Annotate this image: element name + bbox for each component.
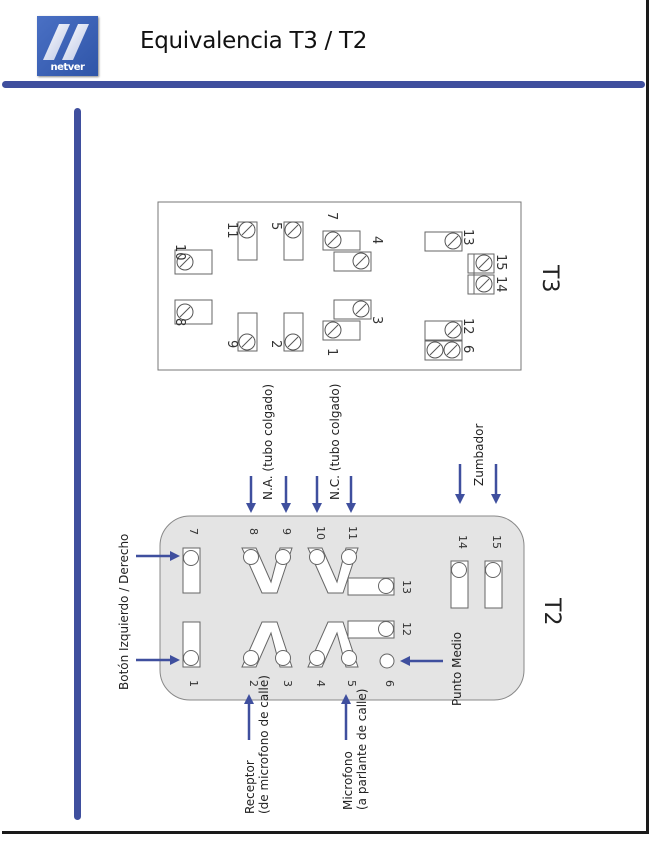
- t3-label-5: 5: [268, 222, 283, 230]
- netver-logo: netver: [37, 16, 98, 76]
- t2-label-7: 7: [187, 528, 200, 535]
- header-divider: [2, 81, 645, 88]
- logo-slashes-icon: [43, 24, 89, 60]
- t3-screw-15: [475, 254, 493, 272]
- t2-contact-14: [451, 562, 467, 578]
- t2-contact-10: [309, 549, 325, 565]
- t2-label-8: 8: [247, 528, 260, 535]
- label-receptor-detail: (de microfono de calle): [257, 675, 271, 814]
- t2-contact-9: [275, 549, 291, 565]
- t2-label-10: 10: [314, 526, 327, 540]
- logo-text: netver: [50, 62, 85, 73]
- label-microfono-detail: (a parlante de calle): [355, 689, 369, 810]
- t2-contact-5: [341, 650, 357, 666]
- t3-label-14: 14: [493, 276, 508, 293]
- label-receptor: Receptor: [243, 760, 257, 814]
- t2-contact-6: [379, 653, 395, 669]
- t3-label-12: 12: [460, 318, 475, 335]
- t3-screw-1: [324, 321, 342, 339]
- t2-contact-15: [485, 562, 501, 578]
- t3-screw-13: [444, 232, 462, 250]
- t2-contact-2: [243, 650, 259, 666]
- t3-label-7: 7: [324, 212, 339, 220]
- t3-terminal-block: 10 8 11 9 5 2 7 4 3 1 13 15 14 12 6 T3: [157, 201, 562, 371]
- t2-title: T2: [539, 597, 564, 625]
- t3-label-1: 1: [324, 348, 339, 356]
- t2-contact-7: [183, 550, 199, 566]
- t2-contact-12: [378, 621, 394, 637]
- label-punto-medio: Punto Medio: [450, 632, 464, 706]
- annotation-arrows: [136, 464, 501, 740]
- label-boton: Botón Izquierdo / Derecho: [117, 534, 131, 690]
- t3-screw-4: [352, 252, 370, 270]
- t3-label-6: 6: [460, 345, 475, 353]
- label-zumbador: Zumbador: [472, 424, 486, 486]
- t2-label-12: 12: [400, 622, 413, 636]
- t3-label-15: 15: [493, 254, 508, 271]
- left-margin-bar: [74, 108, 81, 820]
- t3-label-13: 13: [460, 229, 475, 246]
- t3-label-4: 4: [369, 236, 384, 244]
- page-shadow-bottom: [2, 831, 649, 834]
- t3-label-9: 9: [224, 340, 239, 348]
- label-nc: N.C. (tubo colgado): [328, 384, 342, 500]
- t3-screw-2: [284, 333, 302, 351]
- t2-label-5: 5: [345, 680, 358, 687]
- t3-screw-5: [284, 221, 302, 239]
- t3-label-11: 11: [224, 222, 239, 239]
- t3-screw-6a: [426, 341, 444, 359]
- t2-contact-13: [378, 578, 394, 594]
- t2-label-3: 3: [281, 680, 294, 687]
- t2-contact-3: [275, 650, 291, 666]
- t2-label-13: 13: [400, 580, 413, 594]
- page-shadow-right: [646, 0, 649, 834]
- t3-screw-14: [475, 275, 493, 293]
- t2-label-6: 6: [383, 680, 396, 687]
- t2-label-15: 15: [490, 535, 503, 549]
- t3-screw-12: [444, 321, 462, 339]
- t3-screw-3: [352, 300, 370, 318]
- t3-screw-9: [238, 333, 256, 351]
- page-title: Equivalencia T3 / T2: [140, 28, 368, 54]
- t2-label-14: 14: [456, 535, 469, 549]
- t2-contact-8: [243, 549, 259, 565]
- t2-label-2: 2: [247, 680, 260, 687]
- t2-label-1: 1: [187, 680, 200, 687]
- t3-label-3: 3: [369, 316, 384, 324]
- t3-screw-6b: [443, 341, 461, 359]
- label-microfono: Microfono: [341, 751, 355, 810]
- label-na: N.A. (tubo colgado): [261, 384, 275, 500]
- t2-contact-4: [309, 650, 325, 666]
- t2-label-11: 11: [346, 526, 359, 540]
- t3-screw-11: [238, 221, 256, 239]
- t3-label-10: 10: [172, 244, 187, 261]
- t3-label-8: 8: [172, 318, 187, 326]
- t2-label-9: 9: [280, 528, 293, 535]
- t2-contact-1: [183, 650, 199, 666]
- t3-title: T3: [537, 264, 562, 292]
- t3-label-2: 2: [268, 340, 283, 348]
- t2-terminal-block: 7 8 9 10 11 14 15 13 12 1 2 3 4 5 6 T2: [159, 515, 564, 701]
- t2-contact-11: [341, 549, 357, 565]
- t2-label-4: 4: [314, 680, 327, 687]
- t3-screw-7: [324, 231, 342, 249]
